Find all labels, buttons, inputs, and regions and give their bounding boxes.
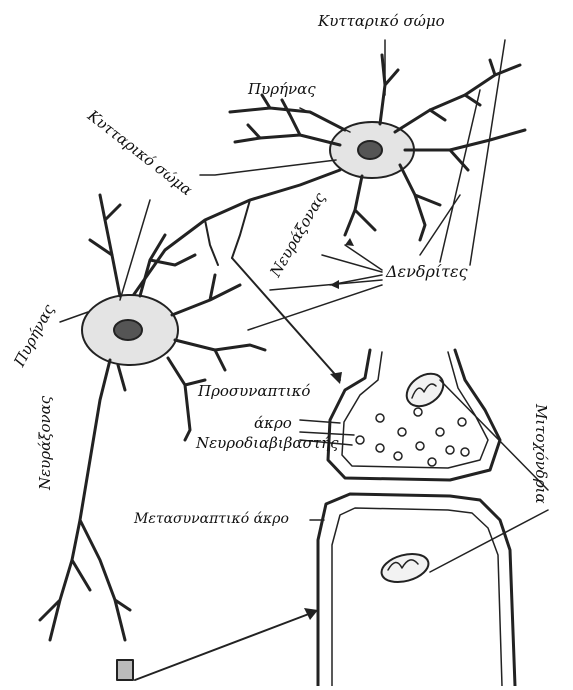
label-axon-left: Νευράξονας xyxy=(38,396,53,490)
synapse-detail xyxy=(318,350,515,686)
axon-terminal xyxy=(117,660,133,680)
upper-nucleus xyxy=(358,141,382,159)
label-postsynaptic: Μετασυναπτικό άκρο xyxy=(134,512,289,526)
postsynaptic-terminal xyxy=(318,494,515,686)
label-mitochondria: Μιτοχόνδρια xyxy=(533,404,548,504)
mitochondria-shapes xyxy=(378,367,449,587)
label-presynaptic-line2: άκρο xyxy=(254,416,292,431)
label-nucleus-top: Πυρήνας xyxy=(248,82,316,97)
vesicles xyxy=(356,408,469,466)
left-nucleus xyxy=(114,320,142,340)
label-dendrites: Δενδρίτες xyxy=(386,264,468,280)
label-neurotransmitter: Νευροδιαβιβαστής xyxy=(196,436,338,451)
label-cell-body-top: Κυτταρικό σώμο xyxy=(318,14,445,29)
label-presynaptic-line1: Προσυναπτικό xyxy=(198,384,310,399)
upper-axon xyxy=(130,170,340,300)
